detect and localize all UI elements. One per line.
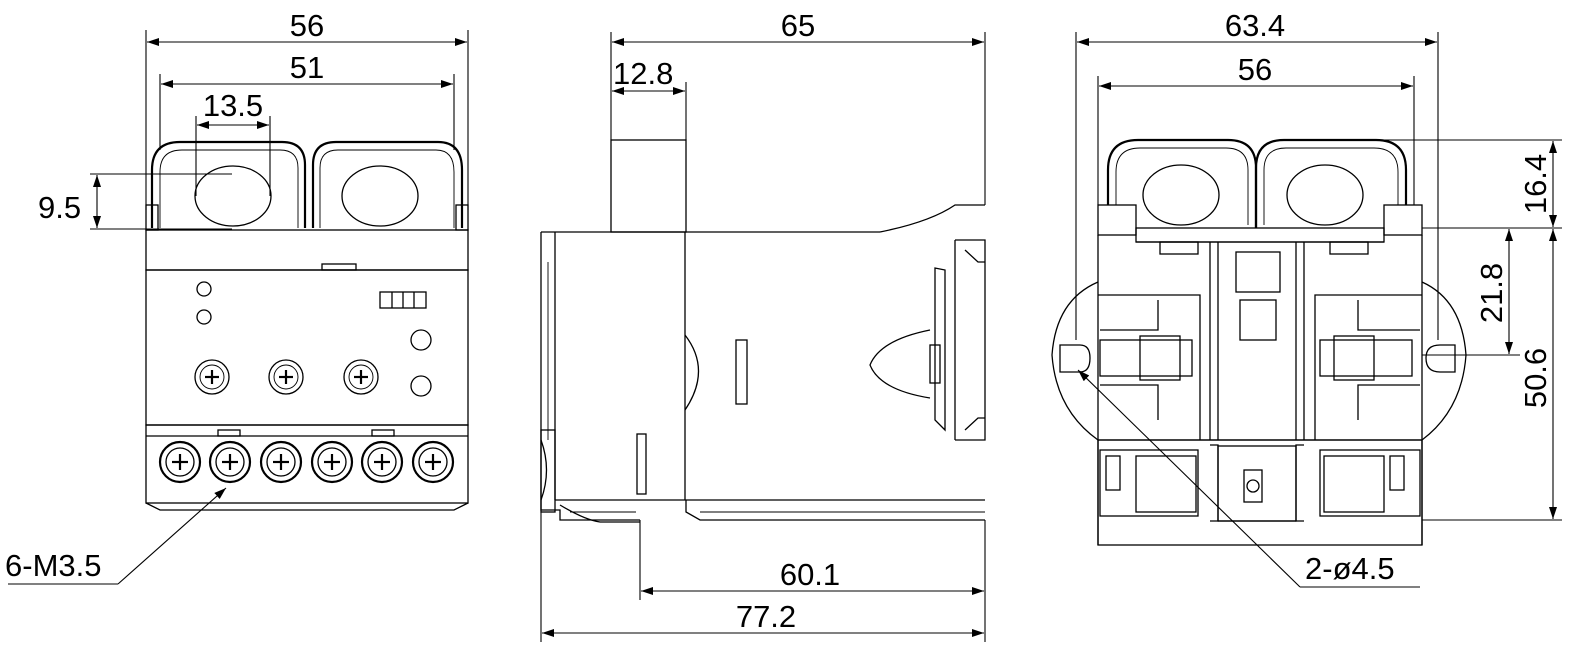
push-button <box>410 329 432 351</box>
dimension-label: 50.6 <box>1518 348 1553 408</box>
front-view: 56 51 13.5 9.5 6-M3.5 <box>5 8 469 585</box>
callout-label: 2-ø4.5 <box>1305 551 1395 586</box>
front-panel <box>145 269 469 426</box>
potentiometer <box>343 359 379 395</box>
ct-hole-right <box>1286 164 1364 226</box>
dimension-label: 51 <box>290 50 324 85</box>
ct-tower <box>610 139 687 233</box>
callout-holes: 2-ø4.5 <box>1077 369 1420 588</box>
callout-screws: 6-M3.5 <box>5 487 227 585</box>
dimension-window-offset: 12.8 <box>612 56 687 140</box>
dimension-bottom-inner: 60.1 <box>639 520 986 642</box>
dimension-label: 12.8 <box>613 56 673 91</box>
dimension-top-height: 16.4 <box>1380 139 1562 229</box>
dimension-label: 60.1 <box>780 557 840 592</box>
dimension-label: 16.4 <box>1518 154 1553 214</box>
dimension-label: 65 <box>781 8 815 43</box>
dimension-inner-width: 56 <box>1097 52 1415 205</box>
dimension-total-height: 50.6 <box>1422 229 1562 521</box>
mounting-hole <box>1059 344 1091 373</box>
dimension-mid-height: 21.8 <box>1422 229 1520 356</box>
dimension-label: 63.4 <box>1225 8 1285 43</box>
ct-hole-right <box>341 165 419 227</box>
dimension-bottom-overall: 77.2 <box>540 512 984 642</box>
dimension-hole-width: 13.5 <box>195 88 271 196</box>
ct-hole-left <box>1142 164 1220 226</box>
dimension-label: 77.2 <box>736 599 796 634</box>
callout-label: 6-M3.5 <box>5 548 101 583</box>
led-indicator <box>196 281 212 297</box>
dimension-label: 56 <box>290 8 324 43</box>
dimension-label: 56 <box>1238 52 1272 87</box>
dimension-label: 13.5 <box>203 88 263 123</box>
dimension-hole-height: 9.5 <box>38 173 232 230</box>
potentiometer <box>268 359 304 395</box>
potentiometer <box>194 359 230 395</box>
dimension-overall-width: 56 <box>145 8 469 210</box>
terminal-screws <box>158 440 455 484</box>
dimension-label: 21.8 <box>1474 263 1509 323</box>
push-button <box>410 375 432 397</box>
back-view: 63.4 56 16.4 21.8 50.6 2-ø4.5 <box>1051 8 1562 588</box>
dimension-top-length: 65 <box>610 8 986 205</box>
side-view: 65 12.8 60.1 77.2 <box>540 8 986 642</box>
dimension-overall-width: 63.4 <box>1075 8 1439 340</box>
mounting-plate <box>1051 281 1467 441</box>
led-indicator <box>196 309 212 325</box>
mounting-hole <box>1425 344 1456 373</box>
dimension-inner-width: 51 <box>159 50 455 150</box>
ct-hole-left <box>194 165 272 227</box>
dimension-label: 9.5 <box>38 190 81 225</box>
